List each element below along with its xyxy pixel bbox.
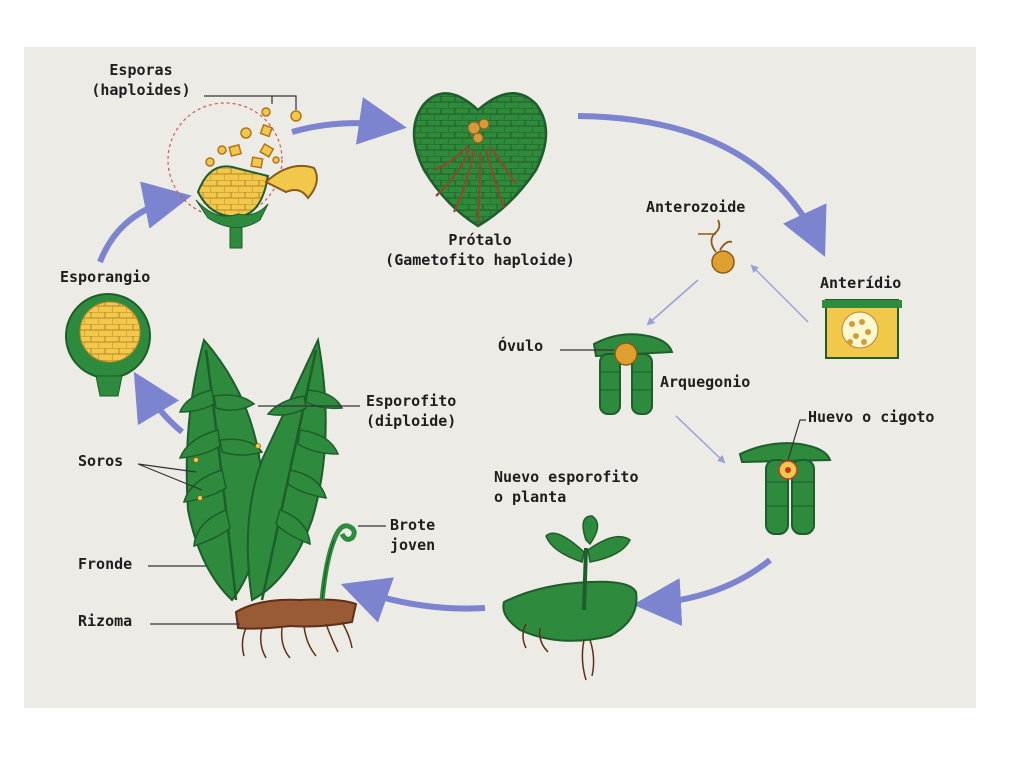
fertilization-arrows — [646, 264, 809, 464]
arquegonio-illustration — [560, 333, 674, 415]
arrow-cigoto-to-nuevo — [633, 557, 772, 627]
label-esporangio: Esporangio — [60, 268, 151, 286]
arrow-esporangio-to-spores — [97, 181, 192, 264]
label-brote-joven: Brote joven — [390, 515, 435, 555]
label-nuevo-line2: o planta — [494, 488, 567, 506]
label-esporas: Esporas (haploides) — [76, 60, 206, 100]
label-anteridio: Anterídio — [820, 274, 902, 292]
label-nuevo-line1: Nuevo esporofito — [494, 468, 639, 486]
label-protalo-line2: (Gametofito haploide) — [385, 251, 575, 269]
arrow-anteridio-to-anterozoide — [750, 264, 809, 323]
label-fronde: Fronde — [78, 555, 133, 573]
protalo-illustration — [412, 92, 548, 228]
label-brote-line2: joven — [390, 536, 436, 554]
nuevo-esporofito-illustration — [502, 515, 638, 681]
arrow-esporofito-to-esporangio — [133, 371, 184, 435]
esporangio-illustration — [65, 293, 151, 397]
anteridio-illustration — [822, 299, 902, 359]
label-esporas-line2: (haploides) — [91, 81, 191, 99]
label-esporofito-line2: (diploide) — [366, 412, 457, 430]
diagram-panel: Esporas (haploides) Prótalo (Gametofito … — [24, 47, 976, 708]
spores-illustration — [167, 95, 318, 249]
arrow-protalo-to-anteridio — [577, 113, 827, 257]
label-esporas-line1: Esporas — [109, 61, 173, 79]
label-anterozoide: Anterozoide — [646, 198, 746, 216]
label-esporofito: Esporofito (diploide) — [366, 391, 456, 431]
label-soros: Soros — [78, 452, 124, 470]
label-protalo: Prótalo (Gametofito haploide) — [380, 230, 580, 270]
label-ovulo: Óvulo — [498, 337, 544, 355]
label-huevo-cigoto: Huevo o cigoto — [808, 408, 935, 426]
label-arquegonio: Arquegonio — [660, 373, 751, 391]
label-protalo-line1: Prótalo — [448, 231, 512, 249]
cigoto-illustration — [738, 419, 832, 535]
esporofito-illustration — [137, 336, 386, 659]
label-rizoma: Rizoma — [78, 612, 133, 630]
anterozoide-illustration — [698, 219, 735, 274]
arrow-nuevo-to-esporofito — [340, 577, 486, 623]
arrow-anterozoide-to-ovulo — [646, 279, 699, 326]
cycle-arrows — [97, 97, 827, 627]
label-nuevo-esporofito: Nuevo esporofito o planta — [494, 467, 639, 507]
arrow-arquegonio-to-cigoto — [675, 415, 726, 464]
label-brote-line1: Brote — [390, 516, 436, 534]
fern-life-cycle-diagram — [65, 92, 902, 681]
arrow-spores-to-protalo — [291, 97, 407, 145]
label-esporofito-line1: Esporofito — [366, 392, 457, 410]
